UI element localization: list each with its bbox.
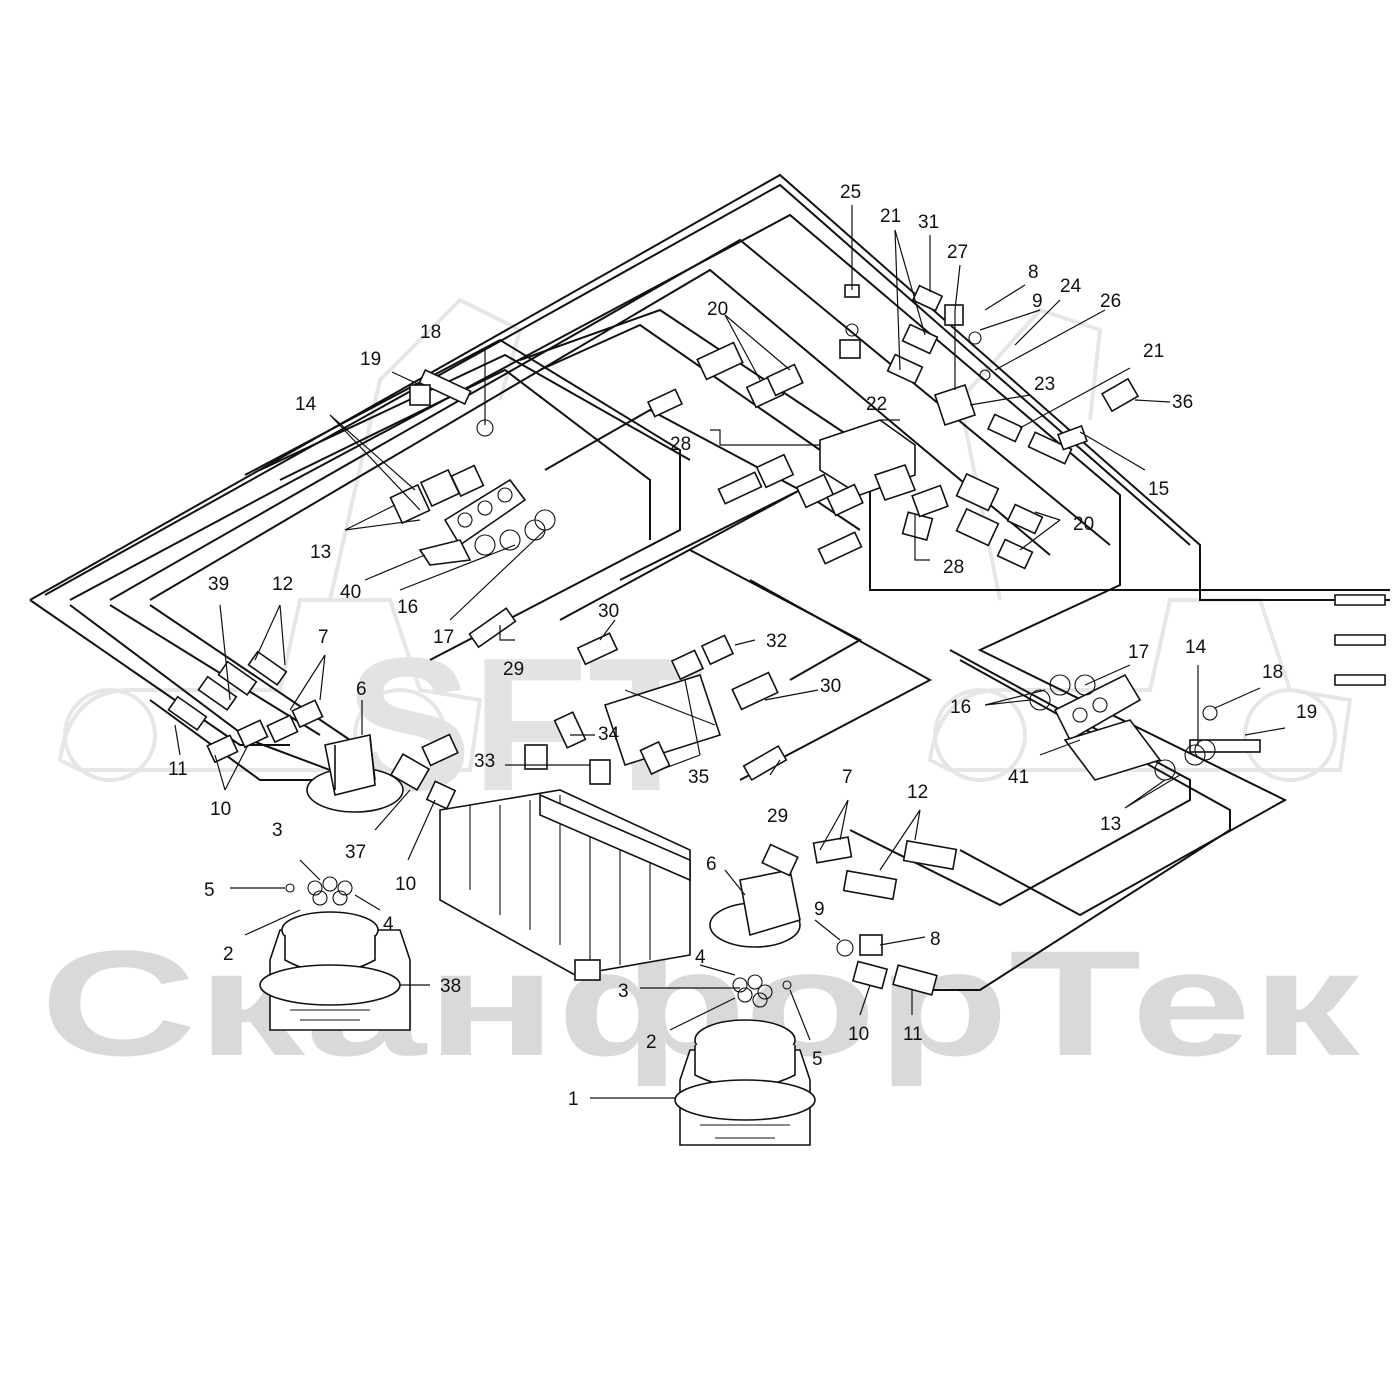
callout-30: 30 (598, 601, 619, 622)
callout-29: 29 (503, 659, 524, 680)
callout-18: 18 (420, 322, 441, 343)
callout-7: 7 (318, 627, 329, 648)
callout-9: 9 (814, 899, 825, 920)
control-valve-block (439, 674, 722, 981)
callout-28: 28 (943, 557, 964, 578)
callout-16: 16 (397, 597, 418, 618)
callout-7: 7 (842, 767, 853, 788)
callout-35: 35 (688, 767, 709, 788)
callout-14: 14 (1185, 637, 1207, 658)
callout-4: 4 (695, 947, 706, 968)
callout-6: 6 (356, 679, 367, 700)
callout-36: 36 (1172, 392, 1193, 413)
callout-13: 13 (1100, 814, 1121, 835)
callout-38: 38 (440, 976, 461, 997)
callout-10: 10 (848, 1024, 869, 1045)
callout-17: 17 (433, 627, 454, 648)
callout-13: 13 (310, 542, 331, 563)
manifold-upper (819, 383, 977, 501)
callout-3: 3 (618, 981, 629, 1002)
callout-19: 19 (360, 349, 381, 370)
callout-20: 20 (1073, 514, 1094, 535)
travel-motor-left (259, 911, 411, 1031)
hose-clips-right (1334, 594, 1386, 686)
callout-21: 21 (1143, 341, 1164, 362)
callout-22: 22 (866, 394, 887, 415)
travel-motor-right (674, 1019, 816, 1146)
callout-23: 23 (1034, 374, 1055, 395)
callout-17: 17 (1128, 642, 1149, 663)
watermark-machine-outline-left (57, 297, 523, 782)
callout-24: 24 (1060, 276, 1082, 297)
callout-25: 25 (840, 182, 861, 203)
callout-12: 12 (272, 574, 293, 595)
callout-28: 28 (670, 434, 691, 455)
callout-16: 16 (950, 697, 971, 718)
callout-18: 18 (1262, 662, 1283, 683)
callout-41: 41 (1008, 767, 1029, 788)
callout-39: 39 (208, 574, 229, 595)
components (167, 284, 1386, 1146)
callout-5: 5 (204, 880, 215, 901)
callout-33: 33 (474, 751, 495, 772)
callout-34: 34 (598, 724, 620, 745)
callout-labels: 25 21 31 27 8 9 24 26 21 23 36 22 15 20 … (168, 182, 1317, 1110)
seal-rings (285, 323, 1218, 1008)
mounting-bracket-left (418, 478, 527, 566)
callout-9: 9 (1032, 291, 1043, 312)
callout-6: 6 (706, 854, 717, 875)
callout-2: 2 (646, 1032, 657, 1053)
callout-3: 3 (272, 820, 283, 841)
rotary-joint-left (306, 734, 404, 813)
rotary-joint-right (709, 869, 801, 948)
callout-21: 21 (880, 206, 901, 227)
callout-10: 10 (395, 874, 416, 895)
callout-40: 40 (340, 582, 361, 603)
callout-20: 20 (707, 299, 728, 320)
callout-10: 10 (210, 799, 231, 820)
leader-lines (174, 205, 1286, 1099)
callout-1: 1 (568, 1089, 579, 1110)
fittings (167, 284, 1261, 996)
watermark-machine-outline-right (927, 307, 1353, 782)
callout-8: 8 (1028, 262, 1039, 283)
callout-29: 29 (767, 806, 788, 827)
callout-2: 2 (223, 944, 234, 965)
callout-5: 5 (812, 1049, 823, 1070)
callout-15: 15 (1148, 479, 1169, 500)
callout-37: 37 (345, 842, 366, 863)
callout-14: 14 (295, 394, 317, 415)
callout-31: 31 (918, 212, 939, 233)
callout-8: 8 (930, 929, 941, 950)
callout-11: 11 (168, 759, 188, 780)
callout-27: 27 (947, 242, 968, 263)
callout-4: 4 (383, 914, 394, 935)
callout-12: 12 (907, 782, 928, 803)
callout-26: 26 (1100, 291, 1121, 312)
callout-32: 32 (766, 631, 787, 652)
callout-11: 11 (903, 1024, 923, 1045)
mounting-bracket-right (1053, 673, 1162, 781)
callout-19: 19 (1296, 702, 1317, 723)
callout-30: 30 (820, 676, 841, 697)
